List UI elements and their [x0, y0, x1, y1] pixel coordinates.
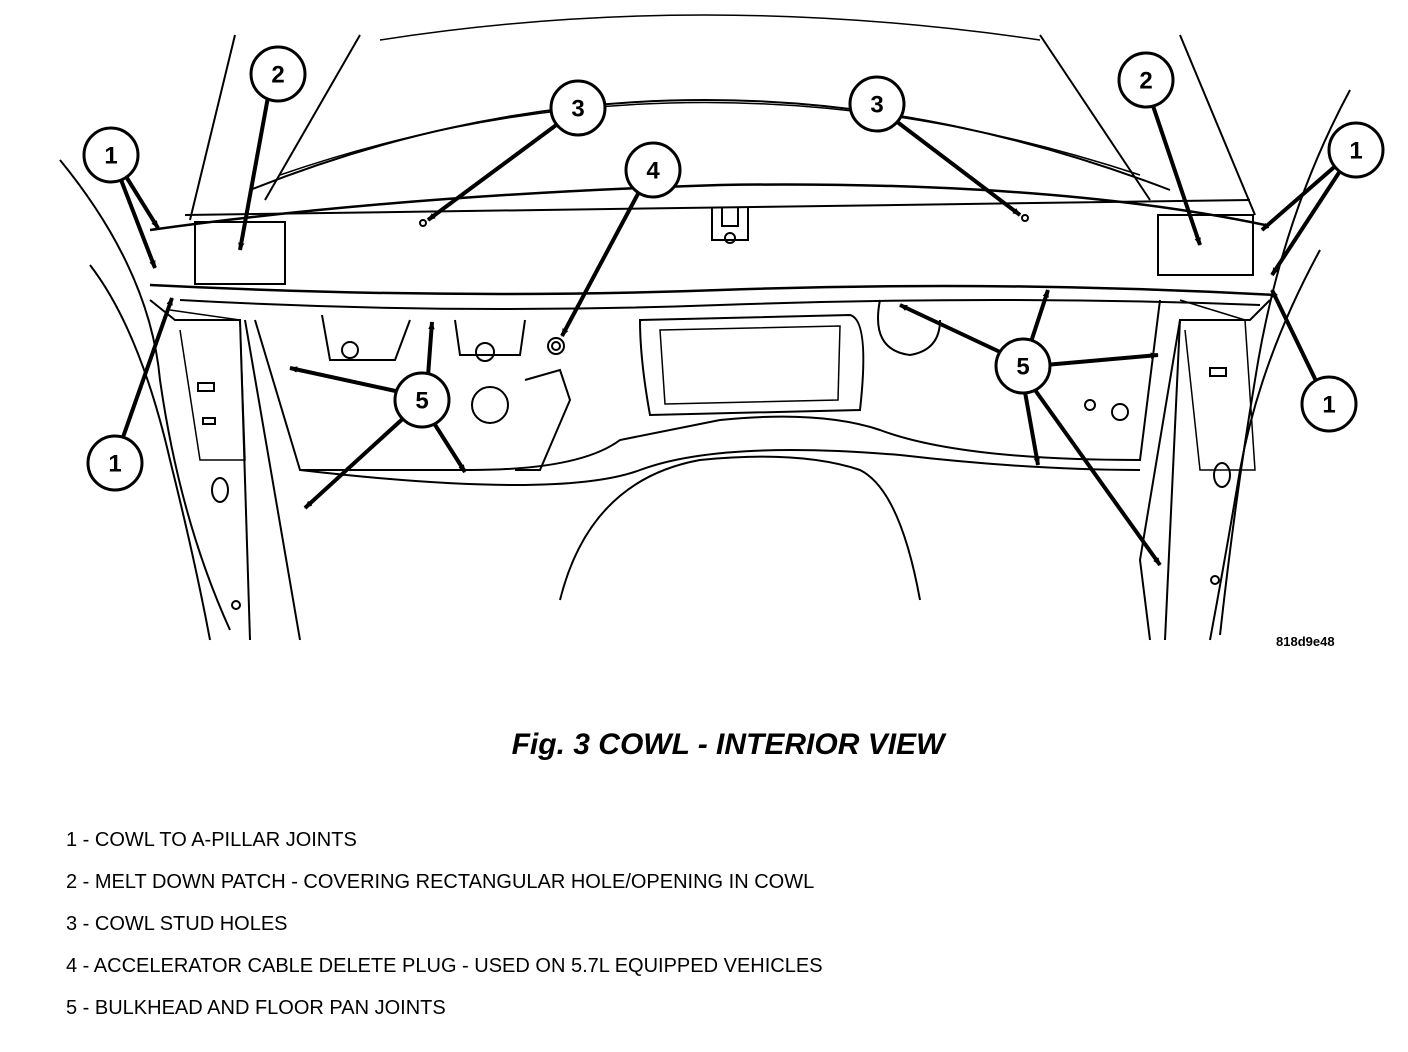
legend-list: 1 - COWL TO A-PILLAR JOINTS 2 - MELT DOW… [66, 826, 823, 1036]
callout-labels: 1 1 1 1 2 2 3 3 4 5 5 [104, 62, 1362, 478]
callout-label: 2 [271, 62, 284, 89]
legend-item: 1 - COWL TO A-PILLAR JOINTS [66, 829, 357, 851]
leader-5-right-a [899, 303, 1001, 354]
callout-3-left [549, 79, 607, 137]
leader-3-left [426, 118, 565, 222]
callout-label: 1 [1322, 392, 1335, 419]
callout-label: 3 [571, 96, 584, 123]
leader-5-right-e [1033, 388, 1162, 567]
legend-item: 5 - BULKHEAD AND FLOOR PAN JOINTS [66, 997, 446, 1019]
leader-5-left-c [430, 418, 467, 474]
callout-label: 2 [1139, 68, 1152, 95]
leader-5-left-b [426, 321, 435, 377]
callout-label: 3 [870, 92, 883, 119]
callout-label: 1 [1349, 138, 1362, 165]
callout-1-top-right [1327, 121, 1385, 179]
callout-1-bottom-right [1300, 375, 1358, 433]
leader-5-right-c [1044, 352, 1159, 367]
leader-1-top-right-b [1270, 166, 1344, 277]
callout-1-top-left [82, 126, 140, 184]
leader-1-top-left-b [116, 171, 157, 269]
figure-id: 818d9e48 [1276, 634, 1335, 649]
leader-5-right-d [1023, 391, 1040, 466]
figure-caption: Fig. 3 COWL - INTERIOR VIEW [511, 728, 945, 761]
callout-3-right [848, 75, 906, 133]
cowl-interior-diagram: 1 1 1 1 2 2 3 3 4 5 5 [59, 14, 1385, 641]
callout-2-left [249, 45, 307, 103]
callout-circles [82, 45, 1385, 492]
leader-5-left-a [289, 366, 401, 394]
leader-5-right-b [1028, 289, 1050, 346]
legend-item: 2 - MELT DOWN PATCH - COVERING RECTANGUL… [66, 871, 815, 893]
legend-item: 3 - COWL STUD HOLES [66, 913, 288, 935]
leader-3-right [890, 116, 1022, 217]
callout-label: 1 [108, 451, 121, 478]
leader-1-bottom-right [1270, 289, 1320, 386]
leader-1-bottom-left [120, 297, 174, 441]
leader-1-top-left-a [120, 168, 160, 230]
vehicle-body-lines [59, 14, 1351, 641]
callout-label: 4 [646, 158, 660, 185]
callout-label: 5 [415, 388, 428, 415]
callout-1-bottom-left [86, 434, 144, 492]
legend-item: 4 - ACCELERATOR CABLE DELETE PLUG - USED… [66, 955, 823, 977]
callout-label: 1 [104, 143, 117, 170]
leader-5-left-d [303, 412, 410, 510]
leader-arrows [116, 96, 1344, 567]
leader-4 [560, 189, 642, 337]
callout-2-right [1117, 51, 1175, 109]
callout-4 [624, 141, 682, 199]
leader-2-right [1148, 96, 1202, 246]
callout-label: 5 [1016, 354, 1029, 381]
leader-1-top-right-a [1260, 160, 1342, 232]
callout-5-left [393, 371, 451, 429]
callout-5-right [994, 337, 1052, 395]
leader-2-left [238, 96, 270, 251]
